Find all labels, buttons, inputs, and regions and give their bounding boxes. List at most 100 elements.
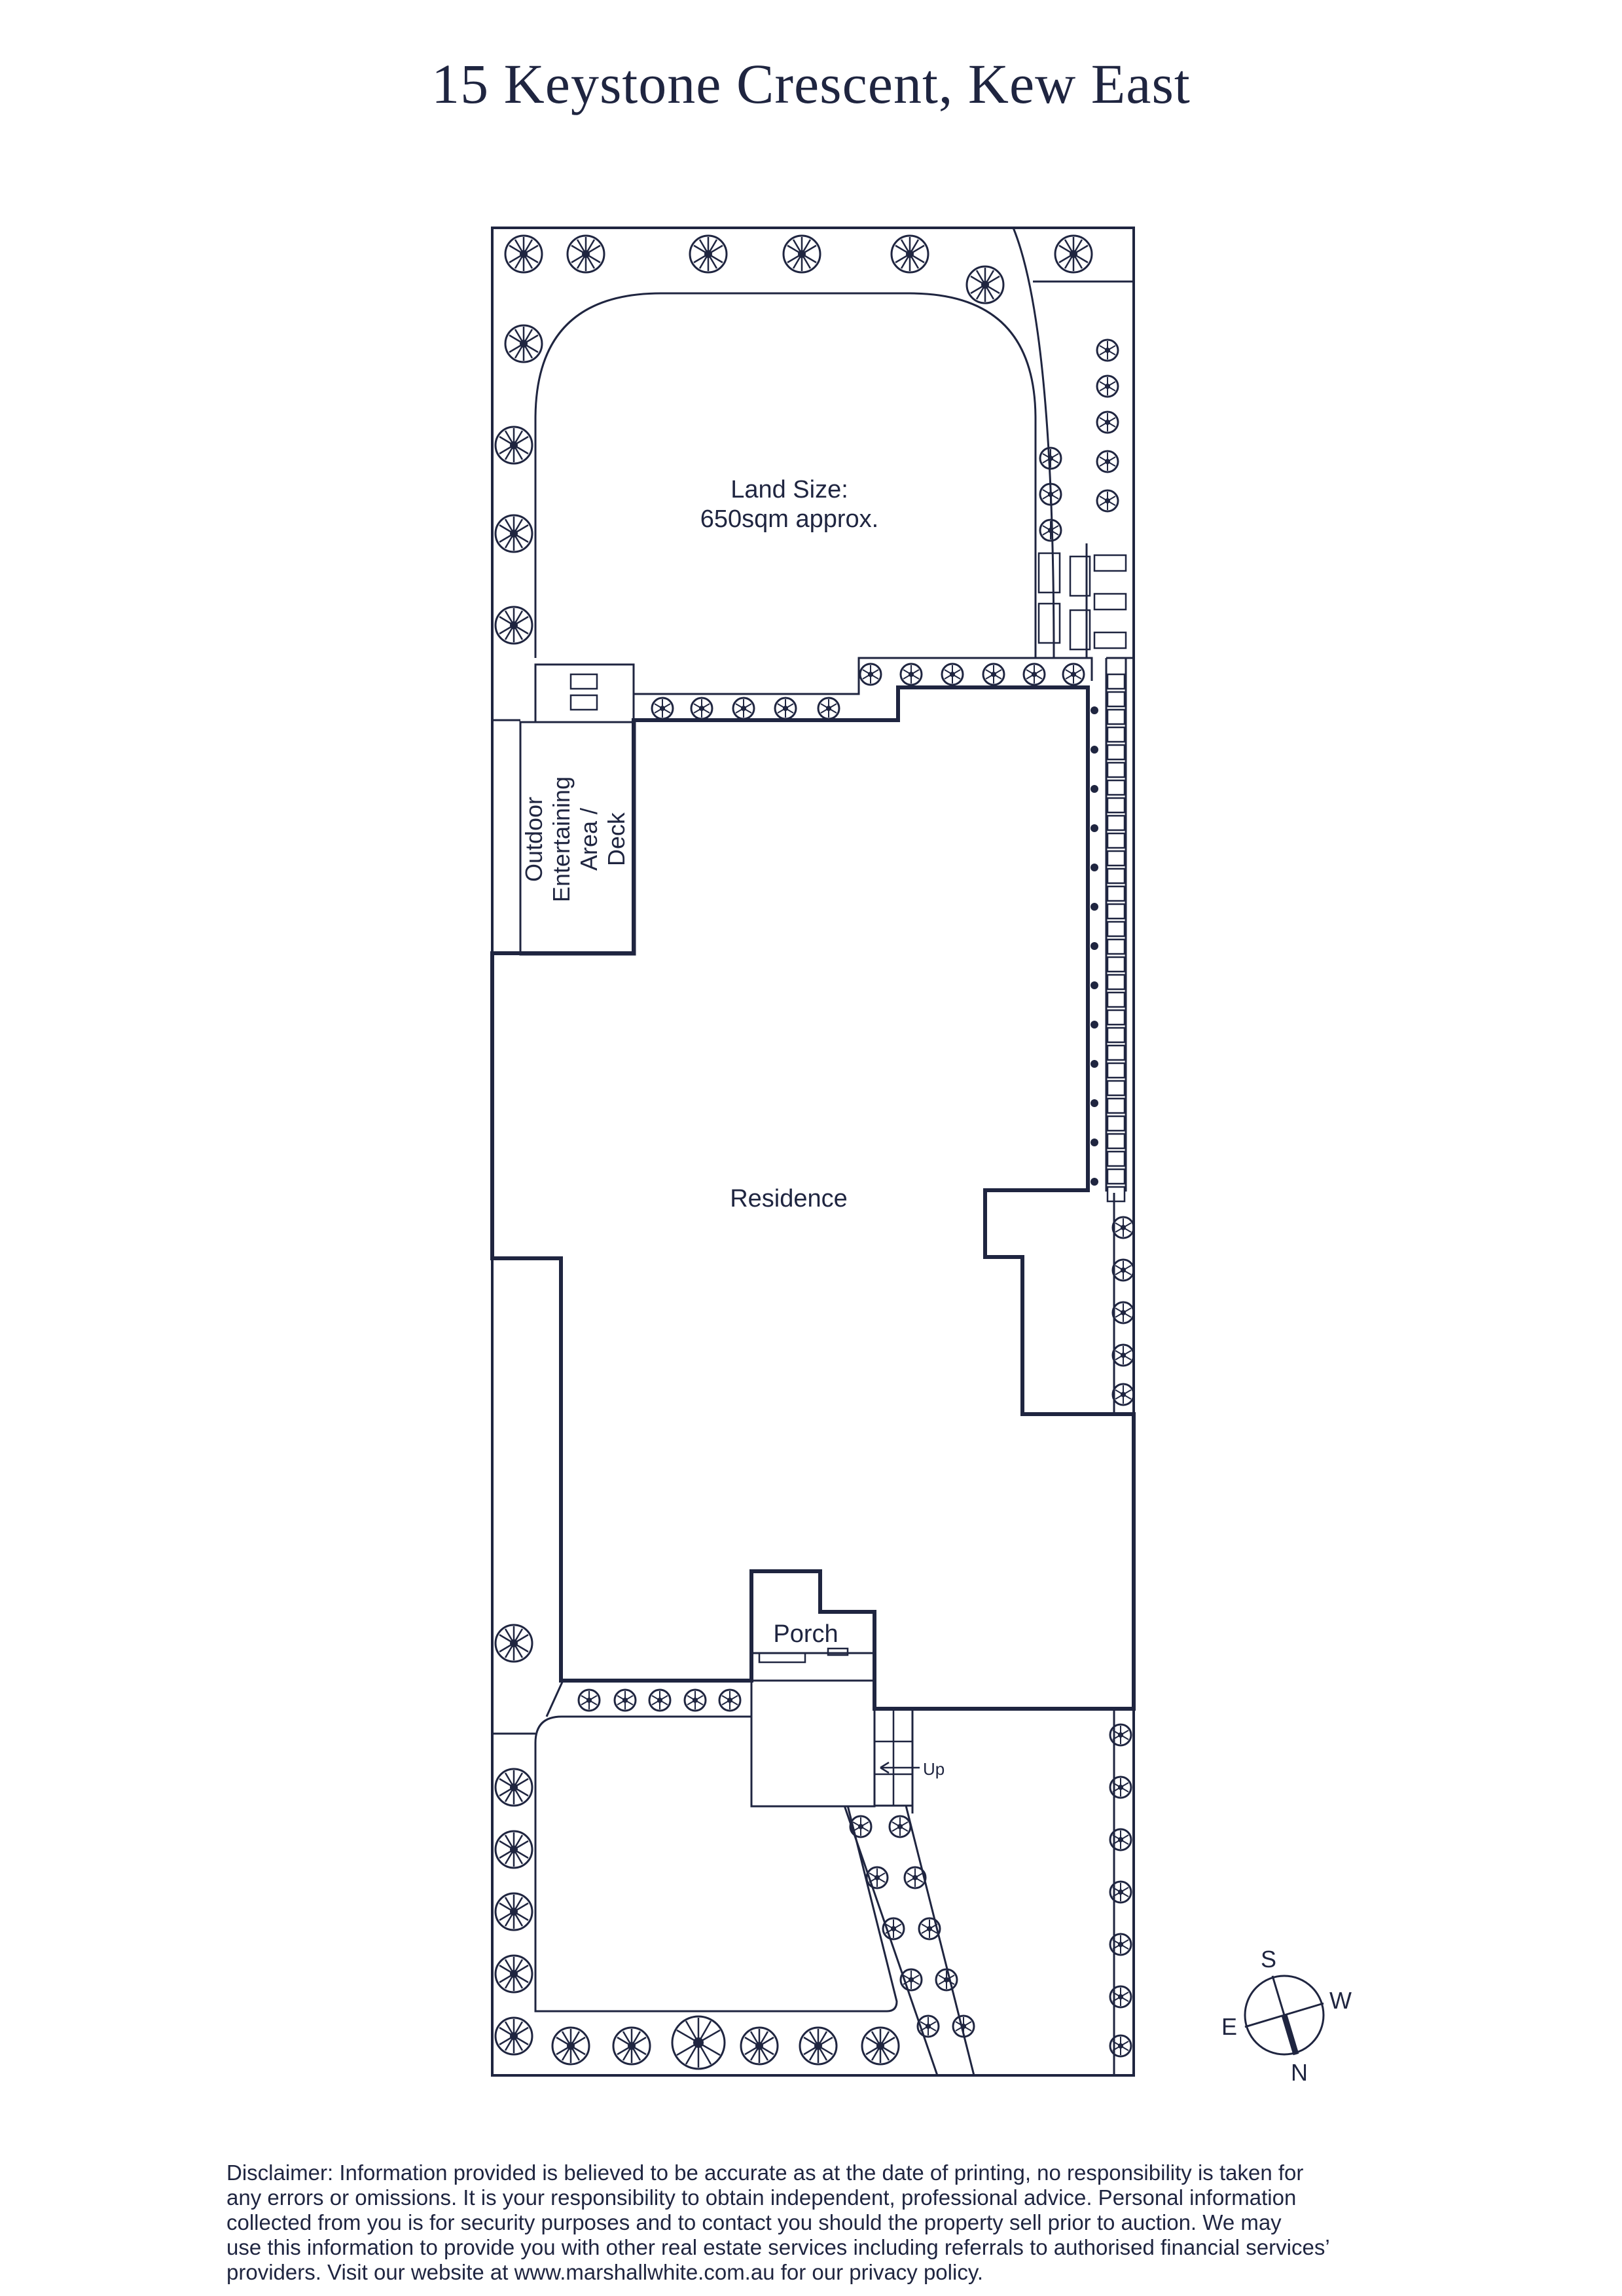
shrub-icon [941,663,964,686]
tree-icon [494,1768,533,1807]
tree-icon [494,1624,533,1663]
disclaimer-line: any errors or omissions. It is your resp… [226,2185,1297,2210]
paver [1106,920,1126,938]
side-box [1093,592,1127,611]
shrub-icon [732,697,755,720]
front-path-edge [545,1680,564,1717]
side-box [1069,555,1091,597]
shrub-icon [903,1866,927,1889]
fence-post [1090,746,1098,754]
up-label: Up [923,1759,945,1779]
paver [1106,832,1126,849]
porch-door [758,1652,806,1664]
paver [1106,991,1126,1008]
disclaimer-line: providers. Visit our website at www.mars… [226,2260,984,2284]
tree-icon [1054,234,1093,274]
compass-s: S [1261,1946,1276,1973]
tree-icon [671,2015,726,2070]
shrub-icon [1111,1383,1135,1406]
paver [1106,1186,1126,1203]
paver [1106,726,1126,743]
shrub-icon [718,1688,742,1712]
svg-text:Entertaining: Entertaining [548,776,575,902]
shrub-icon [1039,519,1062,542]
shrub-icon [899,663,923,686]
shrub-icon [952,2014,975,2038]
side-box [1069,609,1091,651]
paver [1106,708,1126,725]
paver [1106,1080,1126,1097]
outdoor-label: Outdoor Entertaining Area / Deck [520,776,630,902]
paver [1106,673,1126,690]
compass-ring [1244,1975,1325,2056]
paver [1106,691,1126,708]
tree-icon [551,2026,590,2066]
shrub-icon [935,1968,958,1992]
tree-icon [890,234,929,274]
tree-icon [782,234,821,274]
disclaimer-line: collected from you is for security purpo… [226,2210,1282,2234]
shrub-icon [1096,338,1119,362]
side-box [1037,552,1061,594]
driveway-edge [905,1805,975,2076]
shrub-icon [683,1688,707,1712]
compass-n: N [1291,2059,1308,2086]
fence-post [1090,1060,1098,1068]
tree-icon [612,2026,651,2066]
tree-icon [566,234,605,274]
site-plan: Land Size: 650sqm approx. Residence Porc… [490,227,1352,2086]
tree-icon [494,426,533,465]
paver [1106,974,1126,991]
paver [1106,744,1126,761]
shrub-icon [1111,1258,1135,1282]
shrub-icon [613,1688,637,1712]
shrub-icon [1111,1301,1135,1324]
paver [1106,867,1126,884]
paver [1106,1009,1126,1026]
paver [1106,850,1126,867]
tree-icon [799,2026,838,2066]
compass: S W E N [1221,1946,1352,2086]
tree-icon [504,234,543,274]
shrub-icon [774,697,797,720]
shrub-icon [859,663,882,686]
shrub-icon [1022,663,1046,686]
compass-e: E [1221,2013,1237,2040]
shrub-icon [1096,374,1119,398]
svg-text:Outdoor: Outdoor [520,797,547,882]
side-box [1093,631,1127,649]
paver [1106,1062,1126,1079]
svg-text:Area /: Area / [575,808,602,871]
paver [1106,1097,1126,1114]
shrub-icon [1096,489,1119,513]
residence-label: Residence [730,1185,848,1212]
paver [1106,1027,1126,1044]
fence-post [1090,1178,1098,1186]
fence-post [1090,942,1098,950]
side-path-curve [1012,227,1055,659]
paver [1106,903,1126,920]
tree-icon [494,2016,533,2056]
paver [1106,779,1126,796]
paver [1106,885,1126,902]
tree-icon [494,514,533,553]
shrub-icon [1111,1216,1135,1239]
shrub-icon [1039,483,1062,506]
paver [1106,814,1126,831]
paver [1106,1133,1126,1150]
paver [1106,938,1126,955]
porch-door [827,1647,849,1656]
fence-posts [1090,706,1098,1186]
tree-icon [504,324,543,363]
fence-post [1090,1139,1098,1146]
shrub-icon [982,663,1005,686]
page-title: 15 Keystone Crescent, Kew East [431,52,1191,115]
svg-text:Deck: Deck [603,812,630,866]
side-passage-pavers [1106,673,1126,1203]
porch-label: Porch [773,1620,838,1648]
fence-post [1090,706,1098,714]
fence-post [1090,1021,1098,1029]
paver [1106,1150,1126,1167]
up-arrow [880,1761,920,1774]
fence-post [1090,1099,1098,1107]
